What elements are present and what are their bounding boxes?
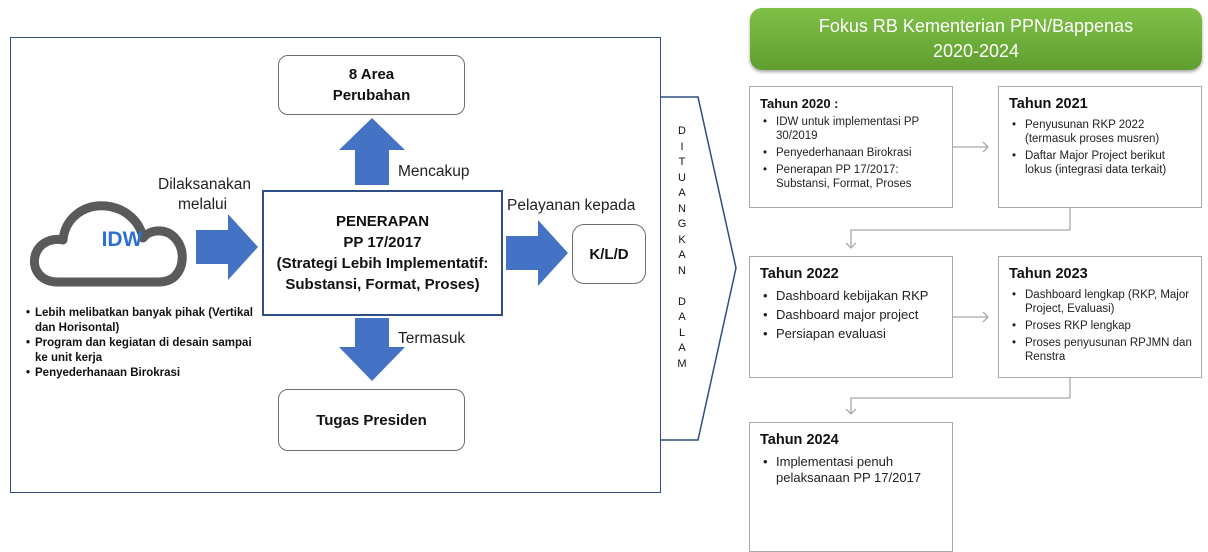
year-title-2022: Tahun 2022 [760,266,839,282]
vertical-letter: N [678,264,686,277]
vertical-letter: A [678,187,686,199]
year-box-2023: Tahun 2023 Dashboard lengkap (RKP, Major… [998,256,1202,378]
arrow-down [339,318,405,381]
year-2020-item: Penyederhanaan Birokrasi [760,146,944,160]
vertical-letter: L [678,326,686,339]
year-box-2022: Tahun 2022 Dashboard kebijakan RKP Dashb… [749,256,953,378]
year-2020-item: IDW untuk implementasi PP 30/2019 [760,115,944,143]
idw-bullet-list: Lebih melibatkan banyak pihak (Vertikal … [26,306,266,381]
year-2022-item: Persiapan evaluasi [760,326,944,342]
cloud-label: IDW [101,228,143,251]
year-2020-item: Penerapan PP 17/2017: Substansi, Format,… [760,163,944,191]
arrow-up [339,118,405,185]
year-2023-item: Dashboard lengkap (RKP, Major Project, E… [1009,288,1193,316]
year-box-2020: Tahun 2020 : IDW untuk implementasi PP 3… [749,86,953,208]
vertical-letter: K [678,233,686,246]
year-box-2021: Tahun 2021 Penyusunan RKP 2022 (termasuk… [998,86,1202,208]
year-2021-item: Penyusunan RKP 2022 (termasuk proses mus… [1009,118,1193,146]
panel-header: Fokus RB Kementerian PPN/Bappenas 2020-2… [750,8,1202,70]
idw-bullet: Penyederhanaan Birokrasi [26,366,266,381]
panel-header-line2: 2020-2024 [932,41,1020,61]
arrow-right-idw [196,214,258,280]
label-mencakup: Mencakup [398,163,470,180]
cloud-icon [30,201,187,287]
vertical-letter: D [678,295,686,308]
vertical-text-dituangkan-dalam: D I T U A N G K A N D A L A M [674,124,690,372]
penerapan-line1: PENERAPAN [335,213,430,230]
vertical-letter [674,279,690,295]
penerapan-line4: Substansi, Format, Proses) [285,276,480,293]
box-8-area-line1: 8 Area [348,66,395,83]
year-2022-item: Dashboard major project [760,307,944,323]
penerapan-line2: PP 17/2017 [343,234,422,251]
vertical-letter: M [677,357,687,370]
year-2023-item: Proses penyusunan RPJMN dan Renstra [1009,336,1193,364]
year-2023-item: Proses RKP lengkap [1009,319,1193,333]
year-2024-item: Implementasi penuh pelaksanaan PP 17/201… [760,454,944,486]
box-tugas-presiden: Tugas Presiden [278,389,465,451]
vertical-letter: A [678,311,686,323]
year-title-2023: Tahun 2023 [1009,266,1088,282]
year-title-2024: Tahun 2024 [760,432,839,448]
label-melalui: melalui [178,196,228,213]
year-2021-item: Daftar Major Project berikut lokus (inte… [1009,149,1193,177]
vertical-letter: N [678,202,686,215]
box-penerapan-pp: PENERAPAN PP 17/2017 (Strategi Lebih Imp… [262,190,503,316]
main-diagram-frame [10,37,661,493]
year-title-2020: Tahun 2020 : [760,96,839,111]
idw-bullet: Program dan kegiatan di desain sampai ke… [26,336,266,366]
vertical-letter: A [678,249,686,261]
box-8-area-line2: Perubahan [332,87,411,104]
vertical-letter: U [678,171,686,184]
idw-bullet: Lebih melibatkan banyak pihak (Vertikal … [26,306,266,336]
year-title-2021: Tahun 2021 [1009,96,1088,112]
arrow-right-kld [506,220,568,286]
year-box-2024: Tahun 2024 Implementasi penuh pelaksanaa… [749,422,953,552]
year-connectors [845,141,1071,415]
year-2022-item: Dashboard kebijakan RKP [760,288,944,304]
chevron-connector [660,96,737,441]
tugas-presiden-label: Tugas Presiden [316,411,427,429]
box-kld: K/L/D [572,224,646,284]
flow-arrows [196,118,568,381]
kld-label: K/L/D [589,245,629,263]
label-dilaksanakan: Dilaksanakan [158,176,252,193]
label-pelayanan-kepada: Pelayanan kepada [507,197,636,214]
vertical-letter: T [678,156,686,168]
panel-header-line1: Fokus RB Kementerian PPN/Bappenas [818,16,1134,36]
label-termasuk: Termasuk [398,330,466,347]
vertical-letter: A [678,342,686,354]
box-8-area-perubahan: 8 Area Perubahan [278,55,465,115]
vertical-letter: I [680,140,684,153]
vertical-letter: G [677,218,687,230]
penerapan-line3: (Strategi Lebih Implementatif: [276,255,489,272]
vertical-letter: D [678,125,686,137]
